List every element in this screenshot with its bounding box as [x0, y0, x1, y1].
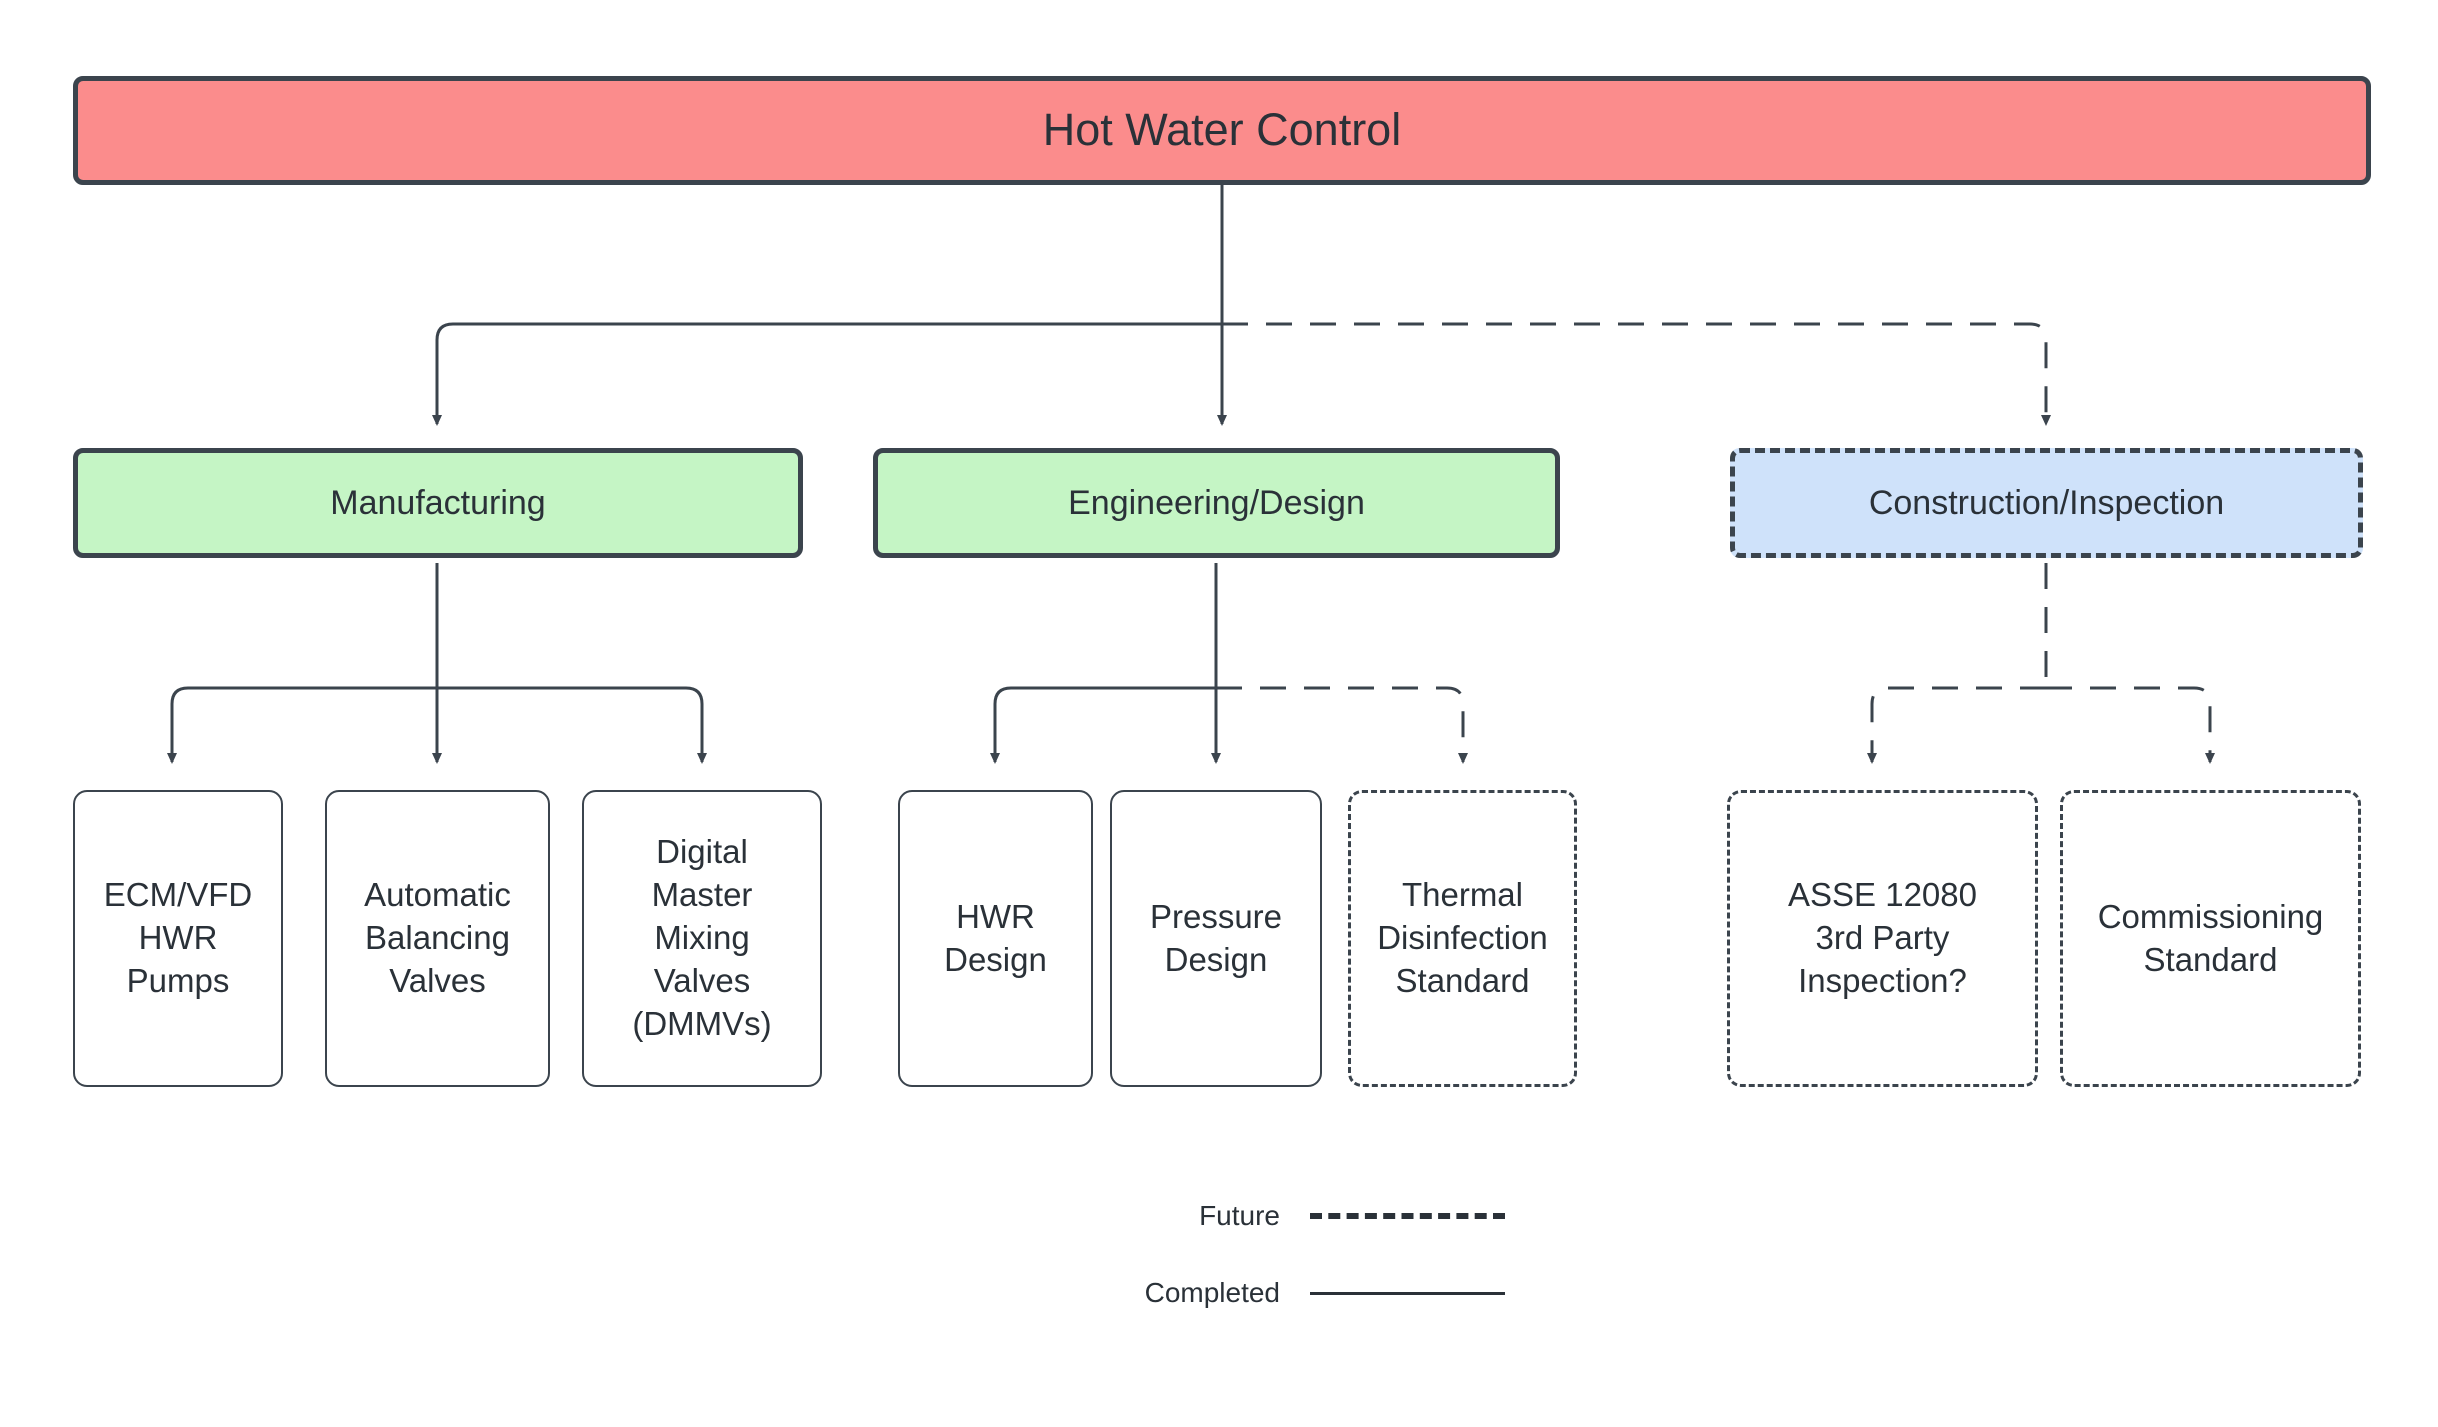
node-label: Commissioning Standard	[2097, 897, 2324, 978]
legend-label-completed: Completed	[1144, 1277, 1280, 1308]
node-label: Manufacturing	[330, 483, 546, 522]
edge-root-manufacturing	[432, 322, 1222, 426]
edge-construction-commissioning	[2046, 686, 2215, 764]
node-label: ECM/VFD HWR Pumps	[103, 876, 253, 999]
edge-manufacturing-dmmv	[437, 686, 707, 764]
node-label: Thermal Disinfection Standard	[1377, 876, 1548, 999]
node-engineering-design[interactable]: Engineering/Design	[873, 448, 1560, 558]
node-thermal-disinfection-standard[interactable]: Thermal Disinfection Standard	[1348, 790, 1577, 1087]
edge-engineering-thermal	[1216, 686, 1468, 764]
edge-manufacturing-ecm	[167, 686, 437, 764]
legend-item-completed: Completed	[1130, 1277, 1505, 1309]
node-label: HWR Design	[944, 897, 1047, 978]
node-label: Pressure Design	[1149, 897, 1283, 978]
edge-root-construction	[1222, 322, 2051, 426]
node-digital-master-mixing-valves[interactable]: Digital Master Mixing Valves (DMMVs)	[582, 790, 822, 1087]
node-ecm-vfd-hwr-pumps[interactable]: ECM/VFD HWR Pumps	[73, 790, 283, 1087]
edge-construction-asse	[1867, 686, 2046, 764]
node-label: Hot Water Control	[1042, 104, 1402, 156]
node-label: Automatic Balancing Valves	[364, 876, 511, 999]
node-commissioning-standard[interactable]: Commissioning Standard	[2060, 790, 2361, 1087]
node-construction-inspection[interactable]: Construction/Inspection	[1730, 448, 2363, 558]
legend-swatch-future-dashed-line	[1310, 1213, 1505, 1219]
legend-item-future: Future	[1130, 1200, 1505, 1232]
legend-swatch-completed-solid-line	[1310, 1291, 1505, 1295]
node-label: ASSE 12080 3rd Party Inspection?	[1788, 876, 1977, 999]
node-label: Digital Master Mixing Valves (DMMVs)	[632, 833, 772, 1042]
edge-engineering-hwr	[990, 686, 1216, 764]
node-label: Construction/Inspection	[1868, 483, 2225, 522]
node-automatic-balancing-valves[interactable]: Automatic Balancing Valves	[325, 790, 550, 1087]
node-hwr-design[interactable]: HWR Design	[898, 790, 1093, 1087]
node-hot-water-control[interactable]: Hot Water Control	[73, 76, 2371, 185]
legend-label-future: Future	[1199, 1200, 1280, 1231]
node-label: Engineering/Design	[1068, 483, 1365, 522]
node-manufacturing[interactable]: Manufacturing	[73, 448, 803, 558]
node-pressure-design[interactable]: Pressure Design	[1110, 790, 1322, 1087]
node-asse-12080-3rd-party-inspection[interactable]: ASSE 12080 3rd Party Inspection?	[1727, 790, 2038, 1087]
